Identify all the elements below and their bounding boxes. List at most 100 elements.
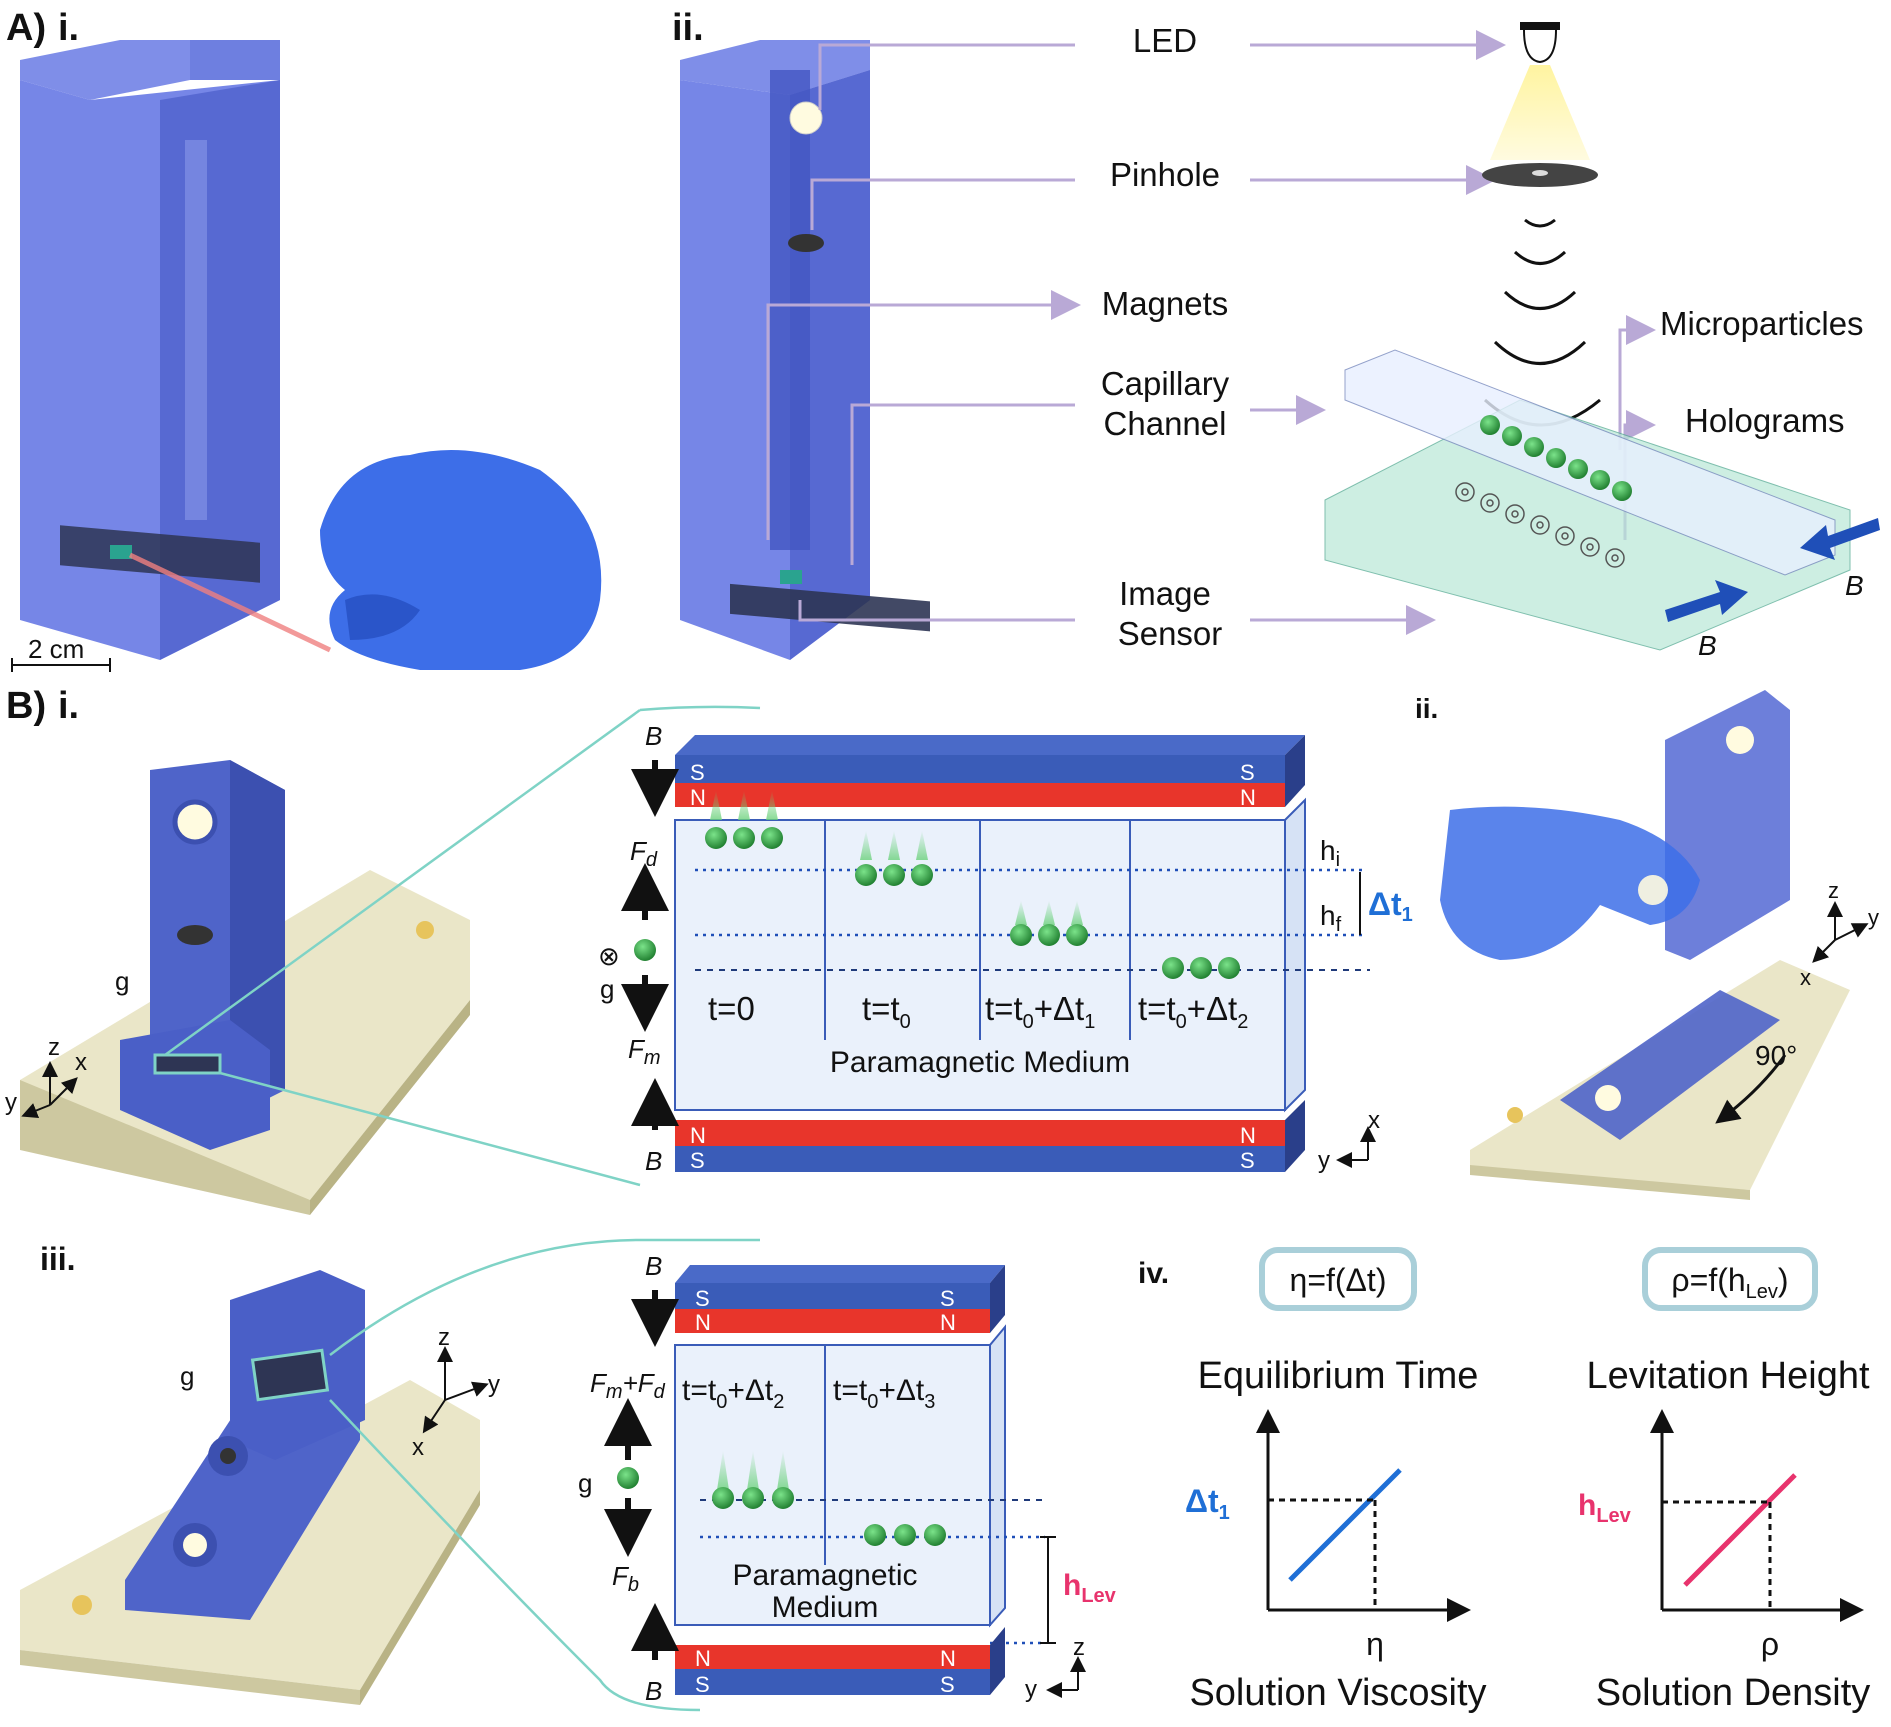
cell-label-t3: t=t0+Δt2 xyxy=(1138,990,1248,1033)
magnet-n-4: N xyxy=(1240,1123,1256,1148)
eq-y-label: Δt1 xyxy=(1185,1483,1230,1524)
magnet-s-4: S xyxy=(1240,1148,1255,1173)
eq-graph xyxy=(1256,1409,1471,1622)
zoom-line-bottom-2 xyxy=(329,1399,701,1712)
callout-lines xyxy=(766,30,1656,635)
angle-label: 90° xyxy=(1755,1040,1797,1071)
axis-y-bottom: y xyxy=(1025,1676,1037,1703)
bottom-magnet-lower xyxy=(675,1627,1005,1695)
light-beam xyxy=(1490,65,1590,160)
panel-a-ii-label: ii. xyxy=(672,7,704,49)
gravity-b-iii: g xyxy=(180,1361,194,1391)
medium-label-bottom-2: Medium xyxy=(772,1591,879,1624)
magnet-n-7: N xyxy=(695,1646,711,1671)
medium-label-bottom-1: Paramagnetic xyxy=(732,1559,917,1592)
axes-b-ii xyxy=(1812,901,1869,963)
label-pinhole: Pinhole xyxy=(1110,156,1220,193)
axis-y-b-ii: y xyxy=(1868,905,1879,930)
cell-label-t0: t=0 xyxy=(708,990,755,1027)
axis-x-b-ii: x xyxy=(1800,965,1811,990)
panel-b-i-label: i. xyxy=(58,685,79,727)
particle-force-diagram xyxy=(634,939,656,961)
gravity-bottom-diagram: g xyxy=(578,1468,592,1498)
b-top-upper: B xyxy=(645,721,662,751)
fm-label: Fm xyxy=(628,1034,661,1069)
lev-xaxis-title: Solution Density xyxy=(1596,1672,1871,1714)
hi-label: hi xyxy=(1320,835,1340,871)
lev-x-label: ρ xyxy=(1761,1626,1779,1662)
hologram-row xyxy=(1455,482,1625,568)
b-field-arrows xyxy=(1665,518,1880,622)
panel-b-ii-label: ii. xyxy=(1415,693,1438,724)
capillary-channel xyxy=(1344,349,1836,576)
magnet-n-6: N xyxy=(940,1310,956,1335)
label-magnets: Magnets xyxy=(1102,285,1229,322)
panel-a-header: A) xyxy=(6,7,46,49)
magnet-s-7: S xyxy=(695,1672,710,1697)
b-top-lower: B xyxy=(645,1146,662,1176)
particles-bottom xyxy=(712,1450,946,1546)
axes-top-diagram xyxy=(1336,1126,1376,1168)
lev-y-label: hLev xyxy=(1578,1489,1632,1527)
eta-box xyxy=(1259,1247,1417,1311)
into-page-symbol: ⊗ xyxy=(598,941,620,971)
magnet-n-8: N xyxy=(940,1646,956,1671)
led-icon xyxy=(1520,22,1560,64)
magnet-n-3: N xyxy=(690,1123,706,1148)
gravity-b-i: g xyxy=(115,966,129,996)
top-chamber xyxy=(674,797,1306,1113)
glove-hand-a xyxy=(320,450,602,670)
b-label-2: B xyxy=(1845,570,1864,601)
fb-label: Fb xyxy=(612,1561,639,1596)
magnet-s-1: S xyxy=(690,760,705,785)
axis-y-b-i: y xyxy=(5,1089,17,1116)
medium-label-top: Paramagnetic Medium xyxy=(830,1046,1130,1079)
top-magnet-lower xyxy=(675,1100,1305,1172)
device-b-i xyxy=(20,760,470,1215)
axis-y-b-iii: y xyxy=(488,1371,500,1398)
magnet-s-8: S xyxy=(940,1672,955,1697)
cell-label-t1: t=t0 xyxy=(862,990,911,1033)
panel-a-i-label: i. xyxy=(58,7,79,49)
label-capillary-2: Channel xyxy=(1104,405,1227,442)
label-sensor-1: Image xyxy=(1119,575,1211,612)
magnet-n-1: N xyxy=(690,785,706,810)
scale-bar-label: 2 cm xyxy=(28,634,84,664)
b-label-1: B xyxy=(1698,630,1717,661)
label-led: LED xyxy=(1133,22,1197,59)
magnet-s-2: S xyxy=(1240,760,1255,785)
device-a-i xyxy=(20,40,332,660)
device-b-iii xyxy=(20,1270,480,1705)
bottom-magnet-upper xyxy=(675,1265,1005,1333)
b-bottom-upper: B xyxy=(645,1251,662,1281)
eq-line xyxy=(1288,1468,1402,1582)
axes-b-i xyxy=(21,1061,78,1118)
b-bottom-lower: B xyxy=(645,1676,662,1706)
axis-x-b-iii: x xyxy=(412,1434,424,1461)
axes-bottom-diagram xyxy=(1046,1656,1086,1698)
eq-title: Equilibrium Time xyxy=(1198,1355,1479,1397)
axis-x-b-i: x xyxy=(75,1049,87,1076)
zoom-line-top-2 xyxy=(219,1071,641,1187)
rho-box-text: ρ=f(hLev) xyxy=(1671,1262,1788,1303)
axes-b-iii xyxy=(422,1346,489,1434)
magnet-n-5: N xyxy=(695,1310,711,1335)
device-b-ii xyxy=(1470,690,1850,1200)
lev-title: Levitation Height xyxy=(1586,1355,1870,1397)
fd-label: Fd xyxy=(630,836,658,871)
cell-label-b: t=t0+Δt3 xyxy=(833,1374,935,1413)
device-a-ii xyxy=(680,40,930,660)
rho-box xyxy=(1642,1247,1818,1311)
axis-y-top: y xyxy=(1318,1147,1330,1174)
panel-b-iii-label: iii. xyxy=(40,1241,76,1277)
axis-z-b-i: z xyxy=(48,1034,60,1061)
axis-z-b-iii: z xyxy=(438,1324,450,1351)
panel-b-iv-label: iv. xyxy=(1138,1257,1169,1290)
lev-line xyxy=(1683,1473,1797,1587)
zoom-line-bottom-1 xyxy=(329,1238,760,1356)
cell-label-t2: t=t0+Δt1 xyxy=(985,990,1095,1033)
zoom-line-top-1 xyxy=(164,708,641,1057)
magnet-s-6: S xyxy=(940,1286,955,1311)
particles-top xyxy=(705,790,1240,979)
eq-xaxis-title: Solution Viscosity xyxy=(1189,1672,1486,1714)
